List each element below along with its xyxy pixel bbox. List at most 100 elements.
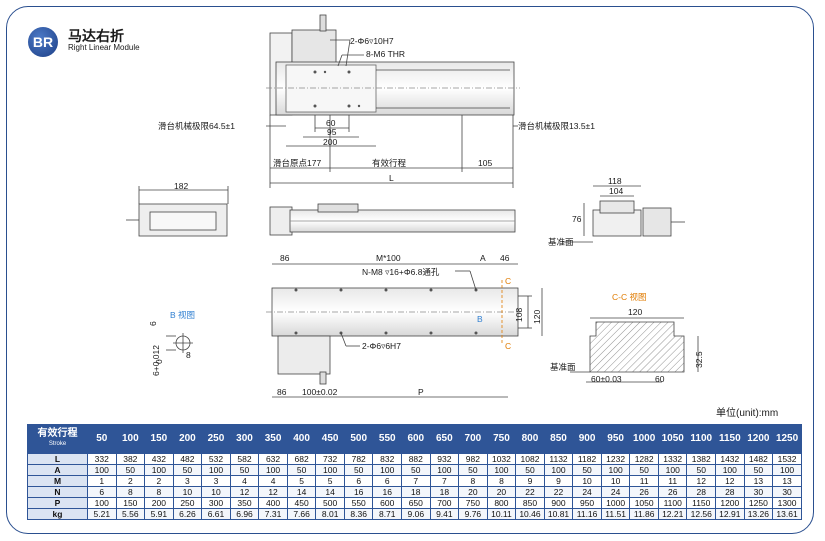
top-callout-dowel: 2-Φ6▿10H7 xyxy=(350,36,394,46)
right-limit-label: 滑台机械极限13.5±1 xyxy=(518,121,595,131)
dim-46: 46 xyxy=(500,253,510,263)
end-base-face: 基准面 xyxy=(548,237,574,247)
table-cell: 950 xyxy=(572,497,602,509)
cc-dim-32-5: 32.5 xyxy=(694,351,704,368)
table-cell: 332 xyxy=(87,453,117,465)
table-cell: 1150 xyxy=(686,497,717,509)
table-cell: 22 xyxy=(543,486,574,498)
table-cell: 11.51 xyxy=(600,508,631,520)
table-cell: 632 xyxy=(258,453,288,465)
table-cell: 1200 xyxy=(715,497,745,509)
header-stroke-value: 1050 xyxy=(657,424,688,454)
header-stroke-value: 1150 xyxy=(715,424,745,454)
dim-95: 95 xyxy=(327,127,337,137)
table-cell: 982 xyxy=(458,453,488,465)
table-cell: 100 xyxy=(429,464,460,476)
table-cell: 832 xyxy=(372,453,403,465)
table-cell: 750 xyxy=(458,497,488,509)
table-cell: 1532 xyxy=(772,453,802,465)
table-cell: 8.01 xyxy=(315,508,345,520)
table-cell: 8 xyxy=(486,475,517,487)
table-cell: 150 xyxy=(115,497,146,509)
bottom-callout-dowel: 2-Φ6▿6H7 xyxy=(362,341,401,351)
dim-120: 120 xyxy=(532,310,542,324)
dim-200: 200 xyxy=(323,137,337,147)
table-cell: 9 xyxy=(515,475,545,487)
table-cell: 50 xyxy=(286,464,317,476)
table-cell: 550 xyxy=(343,497,374,509)
dim-P: P xyxy=(418,387,424,397)
table-cell: 682 xyxy=(286,453,317,465)
table-cell: 28 xyxy=(715,486,745,498)
cc-view-label: C-C 视图 xyxy=(612,292,646,302)
page-subtitle: Right Linear Module xyxy=(68,43,140,52)
left-limit-label: 滑台机械极限64.5±1 xyxy=(158,121,235,131)
table-cell: 100 xyxy=(715,464,745,476)
cc-dim-60b: 60 xyxy=(655,374,665,384)
table-cell: 10 xyxy=(201,486,231,498)
dim-86-bottom: 86 xyxy=(277,387,287,397)
connector xyxy=(319,14,327,32)
table-cell: 1082 xyxy=(515,453,545,465)
header-stroke-value: 700 xyxy=(458,424,488,454)
section-c-top: C xyxy=(505,276,511,286)
table-cell: 12.21 xyxy=(657,508,688,520)
table-cell: 50 xyxy=(458,464,488,476)
header-stroke-value: 550 xyxy=(372,424,403,454)
dim-M100: M*100 xyxy=(376,253,401,263)
table-cell: 12 xyxy=(686,475,717,487)
table-cell: 482 xyxy=(172,453,203,465)
table-cell: 2 xyxy=(144,475,174,487)
table-cell: 4 xyxy=(229,475,260,487)
table-cell: 20 xyxy=(458,486,488,498)
table-cell: 100 xyxy=(600,464,631,476)
table-cell: 100 xyxy=(372,464,403,476)
b-dim-8: 8 xyxy=(186,350,191,360)
header-stroke-value: 950 xyxy=(600,424,631,454)
table-cell: 100 xyxy=(87,464,117,476)
table-cell: 5 xyxy=(315,475,345,487)
table-cell: 12.56 xyxy=(686,508,717,520)
stroke-label: 有效行程 xyxy=(372,158,407,168)
table-cell: 22 xyxy=(515,486,545,498)
table-cell: 14 xyxy=(315,486,345,498)
dim-118: 118 xyxy=(608,176,622,186)
table-cell: 26 xyxy=(629,486,659,498)
table-cell: 100 xyxy=(657,464,688,476)
table-cell: 6 xyxy=(372,475,403,487)
table-cell: 732 xyxy=(315,453,345,465)
dim-86-top: 86 xyxy=(280,253,290,263)
table-cell: 9.76 xyxy=(458,508,488,520)
header-stroke-value: 750 xyxy=(486,424,517,454)
table-cell: 7 xyxy=(401,475,431,487)
table-cell: 24 xyxy=(572,486,602,498)
table-cell: 16 xyxy=(343,486,374,498)
table-cell: 11 xyxy=(629,475,659,487)
dim-182: 182 xyxy=(174,181,188,191)
b-dim-0: 0 xyxy=(154,359,164,364)
top-view xyxy=(266,14,520,188)
table-cell: 50 xyxy=(743,464,774,476)
cc-view xyxy=(570,317,699,383)
table-cell: 6.26 xyxy=(172,508,203,520)
table-cell: 3 xyxy=(172,475,203,487)
table-cell: 50 xyxy=(115,464,146,476)
b-view xyxy=(166,333,193,353)
header-stroke-value: 600 xyxy=(401,424,431,454)
table-cell: 6.96 xyxy=(229,508,260,520)
b-dim-tol: 6+0.012 xyxy=(151,345,161,376)
table-cell: 8 xyxy=(458,475,488,487)
table-cell: 9.41 xyxy=(429,508,460,520)
table-cell: 500 xyxy=(315,497,345,509)
row-label: M xyxy=(27,475,88,487)
table-cell: 1100 xyxy=(657,497,688,509)
dim-60: 60 xyxy=(326,118,336,128)
table-cell: 4 xyxy=(258,475,288,487)
table-cell: 1382 xyxy=(686,453,717,465)
table-cell: 5 xyxy=(286,475,317,487)
